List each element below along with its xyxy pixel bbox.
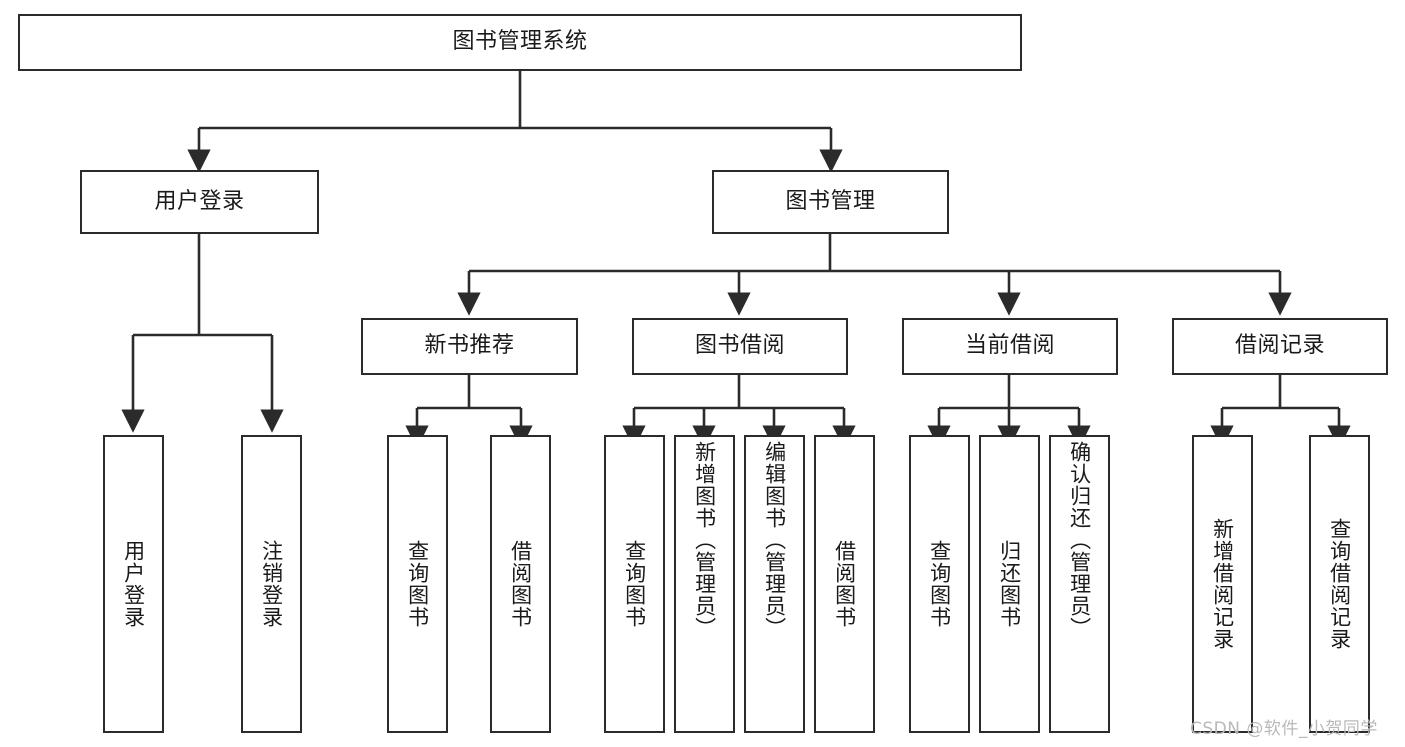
node-leaf-add-borrow-record[interactable]: 新增借阅记录 xyxy=(1192,435,1253,733)
node-leaf-logout-login[interactable]: 注销登录 xyxy=(241,435,302,733)
node-leaf-confirm-return-admin[interactable]: 确认归还（管理员） xyxy=(1049,435,1110,733)
node-label: 注销登录 xyxy=(259,540,284,628)
node-new-book-recommend[interactable]: 新书推荐 xyxy=(361,318,578,375)
node-label: 用户登录 xyxy=(154,188,245,214)
node-current-borrow[interactable]: 当前借阅 xyxy=(902,318,1118,375)
node-label: 新增图书（管理员） xyxy=(692,441,717,639)
node-leaf-borrow-book[interactable]: 借阅图书 xyxy=(814,435,875,733)
node-leaf-query-book-borrow[interactable]: 查询图书 xyxy=(604,435,665,733)
node-label: 新书推荐 xyxy=(424,333,515,359)
node-label: 借阅图书 xyxy=(832,540,857,628)
node-leaf-edit-book-admin[interactable]: 编辑图书（管理员） xyxy=(744,435,805,733)
node-leaf-borrow-book-recommend[interactable]: 借阅图书 xyxy=(490,435,551,733)
node-leaf-query-book-recommend[interactable]: 查询图书 xyxy=(387,435,448,733)
node-label: 借阅图书 xyxy=(508,540,533,628)
node-leaf-return-book[interactable]: 归还图书 xyxy=(979,435,1040,733)
node-user-login[interactable]: 用户登录 xyxy=(80,170,319,234)
node-borrow-record[interactable]: 借阅记录 xyxy=(1172,318,1388,375)
node-label: 查询借阅记录 xyxy=(1327,518,1352,650)
node-leaf-query-book-current[interactable]: 查询图书 xyxy=(909,435,970,733)
node-label: 归还图书 xyxy=(997,540,1022,628)
node-label: 用户登录 xyxy=(121,540,146,628)
node-label: 新增借阅记录 xyxy=(1210,518,1235,650)
node-label: 图书管理系统 xyxy=(452,29,588,55)
node-label: 查询图书 xyxy=(622,540,647,628)
node-leaf-query-borrow-record[interactable]: 查询借阅记录 xyxy=(1309,435,1370,733)
node-label: 确认归还（管理员） xyxy=(1067,441,1092,639)
watermark-text: CSDN @软件_小贺同学 xyxy=(1190,719,1378,739)
node-book-management[interactable]: 图书管理 xyxy=(712,170,949,234)
node-label: 图书借阅 xyxy=(694,333,785,359)
node-leaf-user-login[interactable]: 用户登录 xyxy=(103,435,164,733)
node-label: 编辑图书（管理员） xyxy=(762,441,787,639)
node-label: 查询图书 xyxy=(927,540,952,628)
node-label: 图书管理 xyxy=(785,188,876,214)
node-label: 当前借阅 xyxy=(964,333,1055,359)
node-leaf-add-book-admin[interactable]: 新增图书（管理员） xyxy=(674,435,735,733)
node-root-book-management-system[interactable]: 图书管理系统 xyxy=(18,14,1022,71)
node-book-borrow[interactable]: 图书借阅 xyxy=(632,318,848,375)
node-label: 查询图书 xyxy=(405,540,430,628)
node-label: 借阅记录 xyxy=(1234,333,1325,359)
